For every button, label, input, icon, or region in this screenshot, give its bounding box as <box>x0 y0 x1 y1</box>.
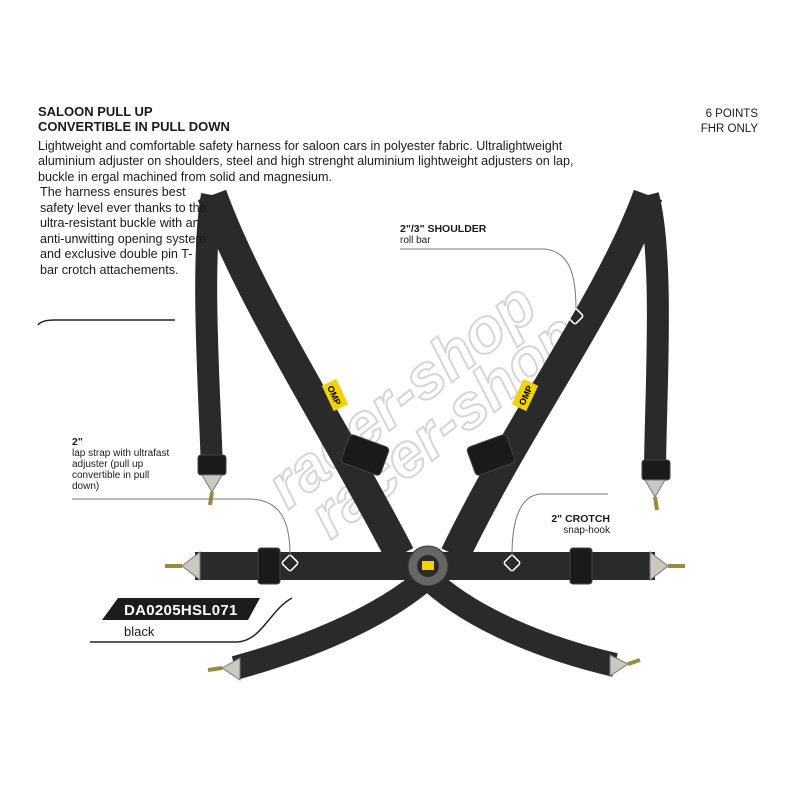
product-code: DA0205HSL071 <box>124 602 238 619</box>
anchor-lap-left <box>181 550 201 582</box>
callout-title: 2" CROTCH <box>551 513 610 525</box>
anchor-lap-right <box>649 550 669 582</box>
right-crotch-strap <box>416 566 618 677</box>
title-line-2: CONVERTIBLE IN PULL DOWN <box>38 119 230 134</box>
shoulder-callout: 2"/3" SHOULDER roll bar <box>400 223 486 246</box>
product-color: black <box>124 624 155 639</box>
anchor-crotch-left <box>221 657 241 681</box>
points-info: 6 POINTS FHR ONLY <box>701 107 758 137</box>
right-shoulder-adjuster <box>466 434 516 476</box>
anchor-shoulder-left <box>201 474 223 493</box>
left-shoulder-adjuster <box>340 434 390 476</box>
callout-subtitle: lap strap with ultrafast adjuster (pull … <box>72 448 170 492</box>
left-shoulder-strap <box>197 189 414 562</box>
product-description: Lightweight and comfortable safety harne… <box>38 139 574 184</box>
lap-callout-line <box>72 498 291 556</box>
anchor-crotch-right <box>609 654 629 677</box>
crotch-callout-line <box>511 493 608 556</box>
callout-subtitle: roll bar <box>400 235 431 246</box>
callout-subtitle: snap-hook <box>563 525 610 536</box>
lap-callout: 2" lap strap with ultrafast adjuster (pu… <box>72 436 172 492</box>
shoulder-callout-line <box>400 248 577 311</box>
product-description-2: The harness ensures best safety level ev… <box>40 185 207 277</box>
callout-title: 2" <box>72 436 83 448</box>
anchor-shoulder-right <box>644 479 666 498</box>
omp-logo-left: OMP <box>321 378 349 412</box>
right-shoulder-tail <box>637 192 669 476</box>
fhr-note: FHR ONLY <box>700 123 758 135</box>
left-crotch-strap <box>231 565 439 680</box>
points-count: 6 POINTS <box>705 108 758 120</box>
buckle <box>407 545 449 587</box>
code-label-background <box>102 598 260 620</box>
title-line-1: SALOON PULL UP <box>38 104 153 119</box>
product-title: SALOON PULL UP CONVERTIBLE IN PULL DOWN <box>38 104 230 134</box>
right-shoulder-strap <box>441 189 663 562</box>
crotch-callout: 2" CROTCH snap-hook <box>540 513 610 536</box>
omp-logo-right: OMP <box>511 378 539 412</box>
callout-title: 2"/3" SHOULDER <box>400 223 487 235</box>
